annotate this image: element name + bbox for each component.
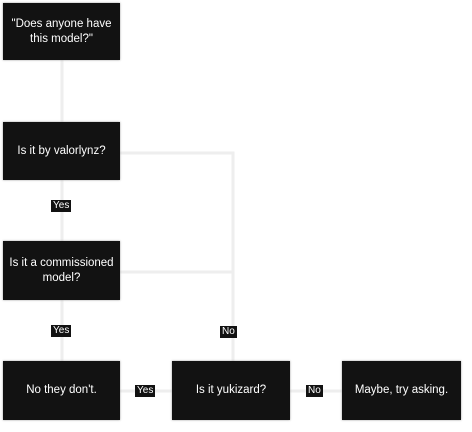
edge-label-yukizard-no: No bbox=[306, 385, 323, 397]
edge-label-no-branch: No bbox=[220, 326, 237, 338]
node-is-it-by-valorlynz: Is it by valorlynz? bbox=[3, 122, 120, 180]
node-is-it-yukizard: Is it yukizard? bbox=[172, 361, 290, 420]
node-does-anyone-have: "Does anyone have this model?" bbox=[3, 3, 120, 60]
node-is-it-commissioned: Is it a commissioned model? bbox=[3, 241, 120, 300]
edge-label-yukizard-yes: Yes bbox=[135, 385, 156, 397]
node-no-they-dont: No they don't. bbox=[3, 361, 120, 420]
connector-valorlynz-no-branch bbox=[120, 151, 235, 361]
node-maybe-try-asking: Maybe, try asking. bbox=[342, 361, 461, 420]
edge-label-commissioned-yes: Yes bbox=[51, 325, 72, 337]
edge-label-valorlynz-yes: Yes bbox=[51, 200, 72, 212]
